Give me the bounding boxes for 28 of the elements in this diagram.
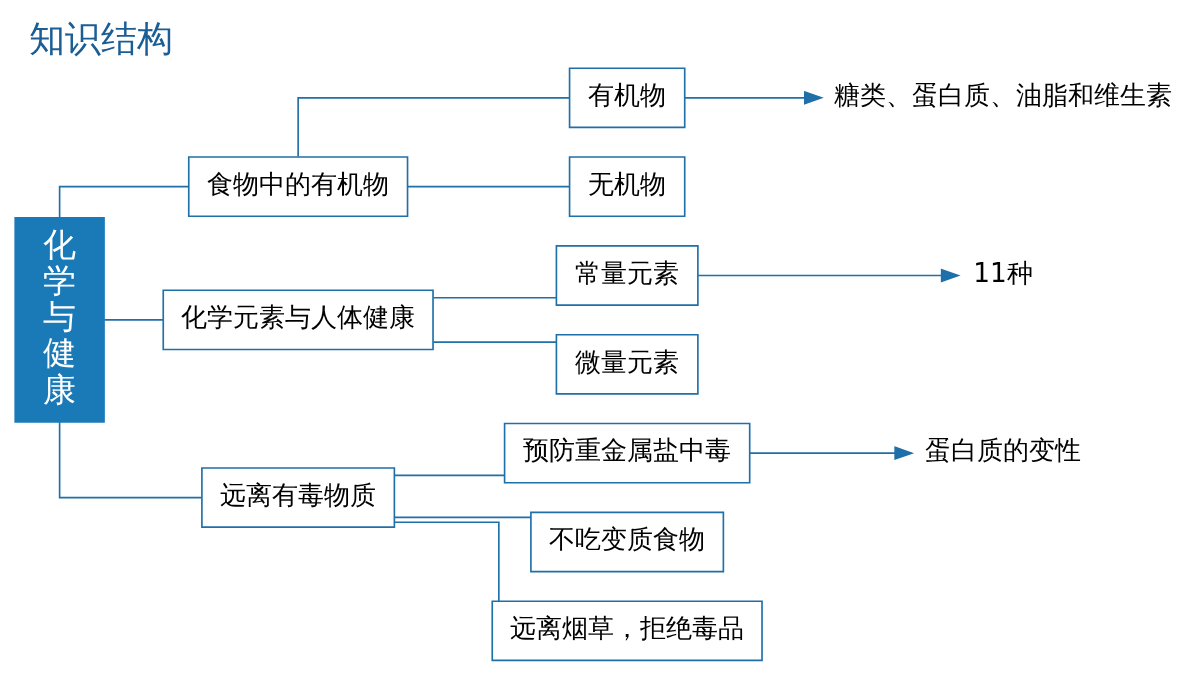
- node-box: 预防重金属盐中毒: [503, 422, 751, 484]
- node-box: 食物中的有机物: [187, 155, 409, 217]
- connector: [432, 340, 558, 343]
- arrow: [697, 268, 961, 282]
- arrow: [748, 445, 915, 460]
- diagram-title: 知识结构: [28, 16, 173, 60]
- arrow: [684, 90, 824, 105]
- node-box: 不吃变质食物: [530, 511, 725, 572]
- connector: [297, 96, 570, 157]
- connector: [432, 296, 558, 299]
- node-text: 蛋白质的变性: [925, 434, 1082, 465]
- connector: [393, 515, 532, 518]
- node-box: 常量元素: [555, 244, 699, 306]
- node-text: 11种: [973, 257, 1033, 288]
- node-box: 有机物: [568, 66, 686, 128]
- node-box: 远离有毒物质: [201, 466, 396, 528]
- connector: [406, 185, 571, 187]
- connector: [103, 318, 164, 321]
- node-text: 糖类、蛋白质、油脂和维生素: [834, 79, 1173, 110]
- node-box: 无机物: [568, 155, 686, 217]
- node-box: 远离烟草，拒绝毒品: [491, 599, 763, 661]
- connector: [394, 520, 500, 602]
- node-box: 微量元素: [555, 333, 699, 395]
- connector: [393, 474, 506, 476]
- connector: [58, 185, 190, 218]
- node-box: 化学元素与人体健康: [162, 288, 434, 350]
- node-box: 化学与健康: [14, 216, 105, 423]
- connector: [58, 420, 203, 498]
